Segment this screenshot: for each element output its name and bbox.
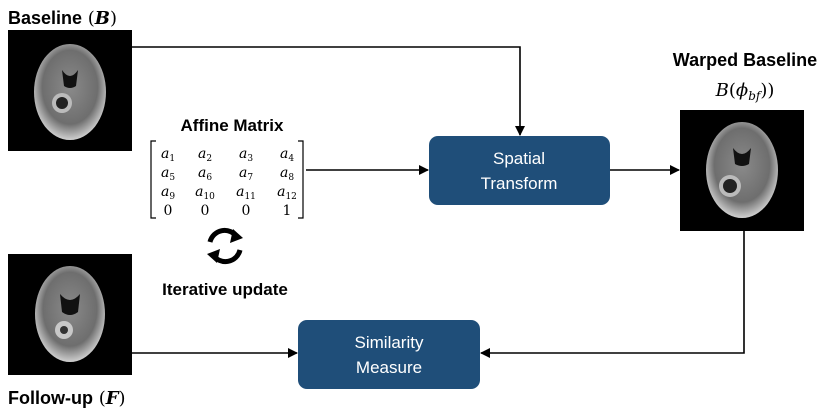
matrix-cell: 0 (164, 203, 173, 219)
matrix-cell: 0 (242, 203, 251, 219)
warped-baseline-expression: B(ϕbf)) (715, 80, 775, 103)
matrix-right-bracket (298, 140, 304, 219)
matrix-cell: a6 (198, 165, 212, 183)
followup-mri-image (8, 254, 132, 375)
iterative-update-label: Iterative update (162, 280, 288, 299)
spatial-transform-line1: Spatial (493, 149, 545, 168)
matrix-cell: a7 (239, 165, 253, 183)
matrix-cell: a5 (161, 165, 175, 183)
similarity-measure-line2: Measure (356, 358, 422, 377)
matrix-cell: a11 (236, 184, 256, 202)
matrix-cell: a4 (280, 146, 294, 164)
matrix-cell: a9 (161, 184, 175, 202)
matrix-cell: 0 (201, 203, 210, 219)
arrow-baseline-to-transform (132, 46, 525, 136)
matrix-left-bracket (150, 140, 156, 219)
similarity-measure-line1: Similarity (355, 333, 424, 352)
matrix-cell: 1 (283, 203, 292, 219)
matrix-cell: a3 (239, 146, 253, 164)
baseline-mri-image (8, 30, 132, 151)
similarity-measure-box: Similarity Measure (298, 320, 480, 389)
matrix-cell: a1 (161, 146, 175, 164)
baseline-label: Baseline (B) (8, 8, 117, 29)
matrix-cell: a10 (195, 184, 215, 202)
refresh-icon (207, 227, 243, 265)
matrix-cell: a12 (277, 184, 297, 202)
warped-baseline-mri-image (680, 110, 804, 231)
warped-baseline-label: Warped Baseline (673, 50, 817, 70)
affine-matrix: a1 a2 a3 a4 a5 a6 a7 a8 a9 a10 a11 a12 0 0 0 1 (150, 140, 304, 219)
spatial-transform-box: Spatial Transform (429, 136, 610, 205)
spatial-transform-line2: Transform (481, 174, 558, 193)
followup-label: Follow-up (F) (8, 388, 126, 409)
affine-matrix-title: Affine Matrix (181, 116, 285, 135)
matrix-cell: a8 (280, 165, 294, 183)
arrow-warped-to-similarity (480, 231, 745, 358)
matrix-cell: a2 (198, 146, 212, 164)
